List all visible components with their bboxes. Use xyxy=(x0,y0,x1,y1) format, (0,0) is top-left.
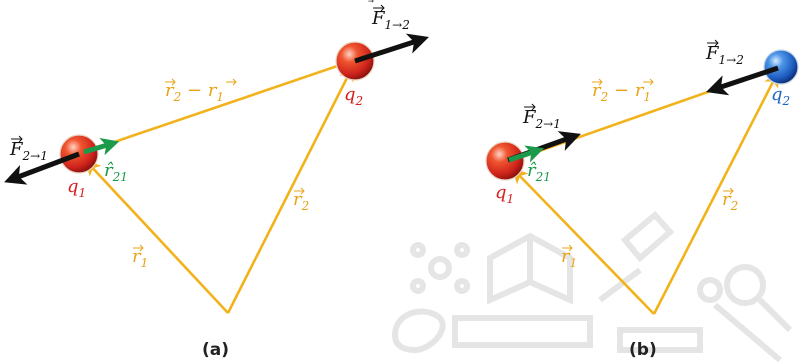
label-r1: r1 xyxy=(561,246,577,270)
label-q1: q1 xyxy=(67,176,86,200)
palette-icon xyxy=(391,308,446,354)
label-r1: r1 xyxy=(132,246,148,270)
charge-q2-sphere xyxy=(763,49,799,85)
label-r2-minus-r1: r2 − r1 xyxy=(592,80,651,104)
microscope-icon xyxy=(598,210,675,303)
panel-a-caption: (a) xyxy=(202,340,229,360)
charge-q1-sphere xyxy=(485,141,525,181)
r1-vector xyxy=(511,167,655,315)
unit-vector-r21-arrow xyxy=(83,138,120,156)
unit-vector-r21-arrow xyxy=(508,145,545,163)
force-1-to-2-arrow xyxy=(706,65,779,96)
label-r2: r2 xyxy=(293,189,309,213)
panel-a: F1→2 ⃗ F2→1 r2 − r1 q1 q2 r̂21 r1 r2 (a) xyxy=(4,0,429,360)
force-1-to-2-arrow xyxy=(354,33,429,64)
label-q2: q2 xyxy=(344,84,363,108)
label-q2: q2 xyxy=(771,84,790,108)
label-r2-minus-r1: r2 − r1 xyxy=(165,80,224,104)
label-F-2-to-1: F2→1 xyxy=(9,139,48,163)
force-2-to-1-arrow xyxy=(4,151,80,185)
r1-vector xyxy=(84,159,229,314)
label-F-1-to-2: F1→2 xyxy=(371,8,410,32)
label-F-1-to-2: F1→2 xyxy=(705,43,744,67)
vec-arrow-F12: ⃗ xyxy=(368,0,374,3)
panel-b: F1→2 F2→1 r2 − r1 q1 q2 r̂21 r1 r2 (b) xyxy=(485,39,799,360)
label-r21-hat: r̂21 xyxy=(527,160,551,184)
label-r2: r2 xyxy=(722,189,738,213)
panel-b-caption: (b) xyxy=(629,340,657,360)
label-r21-hat: r̂21 xyxy=(104,160,128,184)
watermark-graphic xyxy=(391,210,793,363)
ruler-icon xyxy=(452,315,593,348)
label-F-2-to-1: F2→1 xyxy=(522,107,561,131)
label-q1: q1 xyxy=(495,182,514,206)
r2-vector xyxy=(652,71,779,315)
open-book-icon xyxy=(487,232,573,305)
gear-icon xyxy=(724,264,766,306)
r2-minus-r1-line xyxy=(81,56,358,155)
molecule-icon xyxy=(428,256,452,280)
r2-vector xyxy=(226,65,354,314)
